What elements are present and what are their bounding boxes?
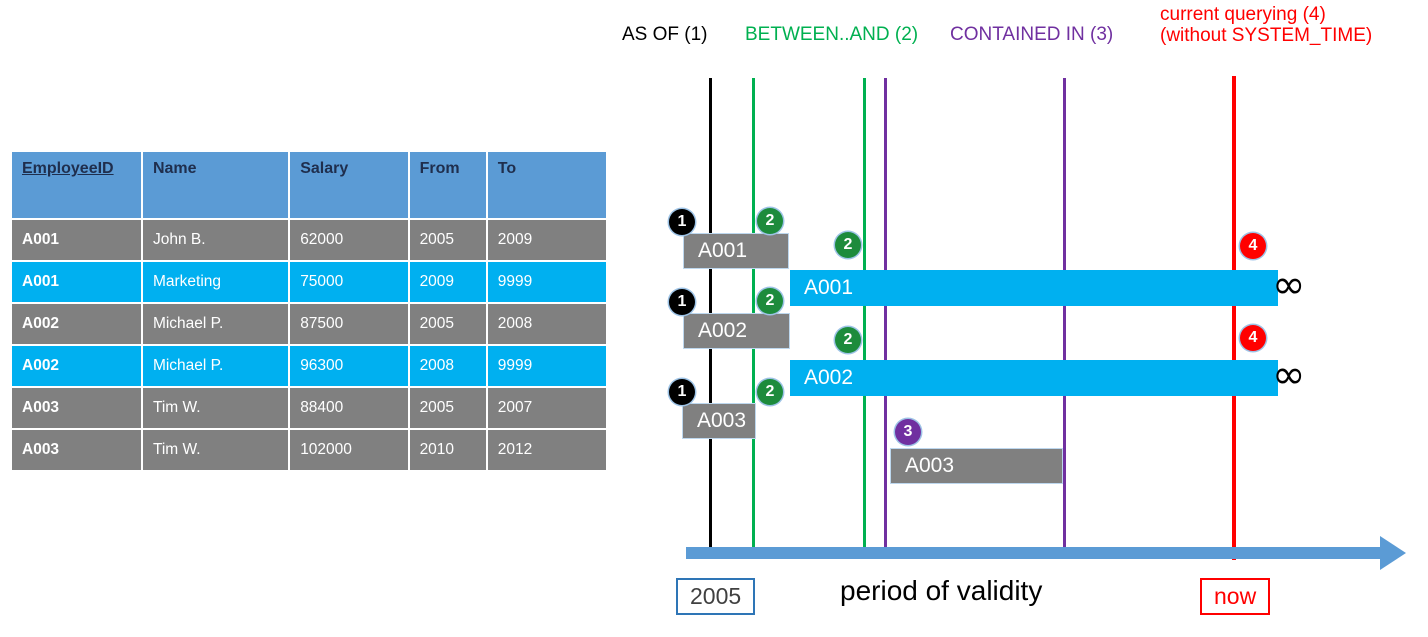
column-header-to: To bbox=[487, 152, 606, 218]
timeline-bar-a003-second: A003 bbox=[890, 448, 1063, 484]
table-header-row: EmployeeID Name Salary From To bbox=[12, 152, 606, 218]
cell-name: Michael P. bbox=[142, 346, 289, 386]
cell-employeeid: A003 bbox=[12, 430, 141, 470]
axis-caption: period of validity bbox=[840, 575, 1043, 606]
cell-from: 2008 bbox=[409, 346, 486, 386]
cell-salary: 75000 bbox=[290, 262, 408, 302]
cell-name: John B. bbox=[142, 220, 289, 260]
badge-between-a002-end: 2 bbox=[835, 327, 861, 353]
cell-to: 9999 bbox=[487, 262, 606, 302]
badge-as-of-a001: 1 bbox=[669, 209, 695, 235]
query-line-contained-start bbox=[884, 78, 887, 558]
table-row: A003 Tim W. 102000 2010 2012 bbox=[12, 430, 606, 470]
badge-as-of-a002: 1 bbox=[669, 289, 695, 315]
cell-salary: 62000 bbox=[290, 220, 408, 260]
column-header-from: From bbox=[409, 152, 486, 218]
badge-between-a002-start: 2 bbox=[757, 288, 783, 314]
badge-between-a001-start: 2 bbox=[757, 208, 783, 234]
cell-from: 2005 bbox=[409, 304, 486, 344]
legend-current-line1: current querying (4) bbox=[1160, 4, 1326, 25]
timeline-bar-label: A001 bbox=[804, 276, 854, 299]
table-row: A001 Marketing 75000 2009 9999 bbox=[12, 262, 606, 302]
cell-employeeid: A001 bbox=[12, 262, 141, 302]
axis-now-label: now bbox=[1200, 578, 1271, 615]
table-row: A003 Tim W. 88400 2005 2007 bbox=[12, 388, 606, 428]
cell-salary: 96300 bbox=[290, 346, 408, 386]
timeline-bar-a001-historical: A001 bbox=[683, 233, 789, 269]
axis-start-label: 2005 bbox=[676, 578, 756, 615]
cell-to: 2009 bbox=[487, 220, 606, 260]
badge-current-a002: 4 bbox=[1240, 325, 1266, 351]
cell-name: Marketing bbox=[142, 262, 289, 302]
legend-current-querying: current querying (4) (without SYSTEM_TIM… bbox=[1160, 4, 1372, 47]
query-line-now bbox=[1232, 76, 1236, 560]
badge-as-of-a003: 1 bbox=[669, 379, 695, 405]
cell-from: 2010 bbox=[409, 430, 486, 470]
employee-temporal-table: EmployeeID Name Salary From To A001 John… bbox=[10, 150, 608, 472]
cell-name: Tim W. bbox=[142, 430, 289, 470]
timeline-bar-a002-current: A002 bbox=[790, 360, 1278, 396]
infinity-icon-a002: ∞ bbox=[1272, 352, 1306, 398]
timeline-bar-a001-current: A001 bbox=[790, 270, 1278, 306]
badge-current-a001: 4 bbox=[1240, 233, 1266, 259]
table-row: A002 Michael P. 87500 2005 2008 bbox=[12, 304, 606, 344]
cell-to: 2007 bbox=[487, 388, 606, 428]
time-axis bbox=[686, 547, 1386, 559]
cell-name: Tim W. bbox=[142, 388, 289, 428]
query-line-contained-end bbox=[1063, 78, 1066, 558]
badge-between-a003-start: 2 bbox=[757, 379, 783, 405]
cell-to: 9999 bbox=[487, 346, 606, 386]
time-axis-arrow-icon bbox=[1380, 536, 1406, 570]
cell-to: 2012 bbox=[487, 430, 606, 470]
column-header-salary: Salary bbox=[290, 152, 408, 218]
cell-from: 2005 bbox=[409, 388, 486, 428]
cell-from: 2009 bbox=[409, 262, 486, 302]
cell-employeeid: A001 bbox=[12, 220, 141, 260]
cell-salary: 102000 bbox=[290, 430, 408, 470]
cell-from: 2005 bbox=[409, 220, 486, 260]
cell-employeeid: A003 bbox=[12, 388, 141, 428]
table-row: A001 John B. 62000 2005 2009 bbox=[12, 220, 606, 260]
legend-between-and: BETWEEN..AND (2) bbox=[745, 24, 919, 45]
timeline-bar-label: A003 bbox=[905, 454, 955, 477]
column-header-employeeid: EmployeeID bbox=[12, 152, 141, 218]
badge-between-a001-end: 2 bbox=[835, 232, 861, 258]
cell-salary: 88400 bbox=[290, 388, 408, 428]
badge-contained-in-a003: 3 bbox=[895, 419, 921, 445]
timeline-bar-a002-historical: A002 bbox=[683, 313, 790, 349]
timeline-bar-a003-first: A003 bbox=[682, 403, 756, 439]
timeline-bar-label: A002 bbox=[698, 319, 748, 342]
legend-contained-in: CONTAINED IN (3) bbox=[950, 24, 1114, 45]
legend-as-of: AS OF (1) bbox=[622, 24, 708, 45]
timeline-bar-label: A002 bbox=[804, 366, 854, 389]
cell-employeeid: A002 bbox=[12, 304, 141, 344]
query-line-between-end bbox=[863, 78, 866, 558]
timeline-bar-label: A003 bbox=[697, 409, 747, 432]
cell-to: 2008 bbox=[487, 304, 606, 344]
cell-name: Michael P. bbox=[142, 304, 289, 344]
table-row: A002 Michael P. 96300 2008 9999 bbox=[12, 346, 606, 386]
cell-employeeid: A002 bbox=[12, 346, 141, 386]
legend-current-line2: (without SYSTEM_TIME) bbox=[1160, 25, 1373, 47]
infinity-icon-a001: ∞ bbox=[1272, 262, 1306, 308]
column-header-name: Name bbox=[142, 152, 289, 218]
timeline-bar-label: A001 bbox=[698, 239, 748, 262]
cell-salary: 87500 bbox=[290, 304, 408, 344]
